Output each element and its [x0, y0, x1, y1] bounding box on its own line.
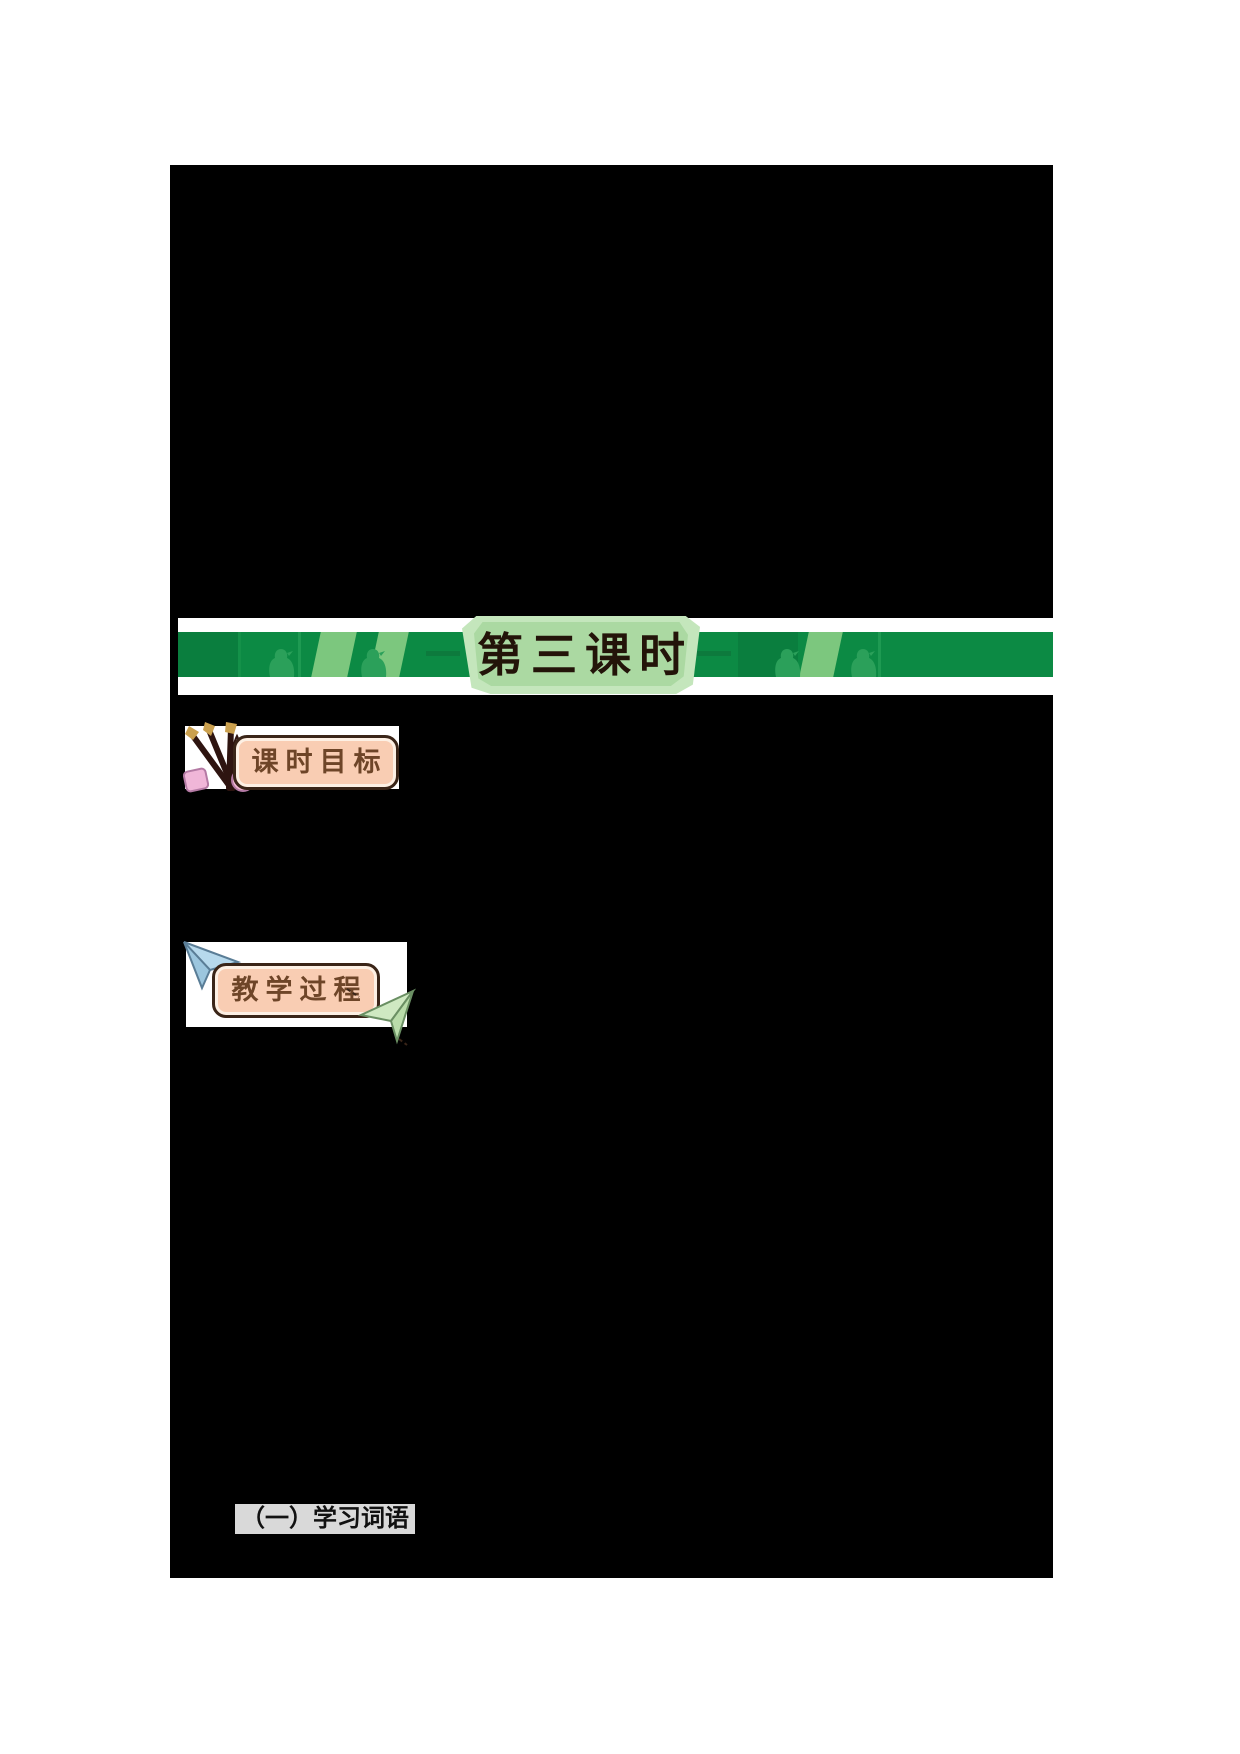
- banner-dash-right: [697, 651, 731, 656]
- chapter-title: 第三课时: [477, 628, 693, 682]
- banner-light-band: [311, 632, 357, 677]
- section-heading: （一）学习词语: [235, 1504, 415, 1534]
- lesson-goal-label: 课时目标: [251, 747, 388, 777]
- teaching-process-strip: 教学过程: [183, 941, 417, 1046]
- bird-silhouette-icon: [775, 649, 801, 677]
- lesson-goal-strip: 课时目标: [182, 722, 399, 793]
- ink-pad-icon: [182, 767, 210, 793]
- bird-silhouette-icon: [269, 649, 295, 677]
- banner-dash-left: [426, 651, 460, 656]
- lesson-goal-badge: 课时目标: [233, 735, 399, 790]
- chapter-banner: 第三课时: [178, 616, 1053, 695]
- teaching-process-badge: 教学过程: [212, 963, 380, 1018]
- banner-divider: [238, 632, 241, 677]
- chapter-title-panel: 第三课时: [462, 616, 700, 694]
- banner-light-band: [799, 632, 843, 677]
- banner-block: [178, 632, 238, 677]
- section-heading-text: （一）学习词语: [241, 1505, 409, 1532]
- document-content-area: [170, 165, 1053, 1578]
- paper-plane-green-icon: [346, 988, 417, 1046]
- chapter-title-panel-inner: [474, 622, 688, 686]
- banner-divider: [298, 632, 301, 677]
- bird-silhouette-icon: [361, 649, 387, 677]
- bird-silhouette-icon: [851, 649, 877, 677]
- teaching-process-label: 教学过程: [231, 975, 368, 1005]
- banner-divider: [878, 632, 881, 677]
